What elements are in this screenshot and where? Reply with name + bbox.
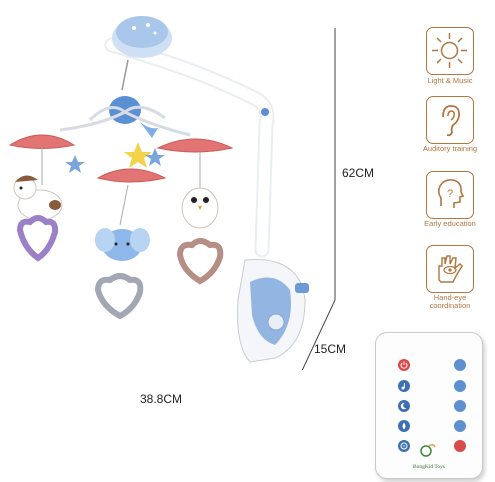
heart-rattle-left bbox=[16, 215, 59, 262]
projector-dome bbox=[112, 16, 172, 58]
crib-mobile-illustration bbox=[8, 16, 336, 370]
feature-hand-eye-badge bbox=[426, 245, 474, 293]
owl-toy bbox=[181, 187, 219, 229]
remote-button-4[interactable] bbox=[454, 420, 466, 432]
heart-rattle-center bbox=[94, 273, 144, 320]
remote-power-button[interactable] bbox=[398, 359, 410, 371]
feature-early-education-label: Early education bbox=[424, 219, 476, 228]
music-note-icon bbox=[401, 383, 405, 390]
feature-hand-eye-label: Hand-eye coordination bbox=[429, 293, 471, 310]
remote-control: BongKid Toys bbox=[375, 332, 483, 479]
remote-music-button[interactable] bbox=[398, 380, 410, 392]
brand-logo-icon bbox=[420, 443, 436, 457]
ear-icon bbox=[442, 105, 460, 137]
heart-rattle-right bbox=[176, 238, 224, 285]
moon-icon bbox=[400, 402, 407, 410]
mobile-base bbox=[237, 259, 309, 363]
fan-icon bbox=[400, 442, 408, 450]
depth-dimension-label: 15CM bbox=[314, 342, 347, 356]
feature-early-education-badge: ? bbox=[426, 171, 474, 219]
remote-fan-button[interactable] bbox=[398, 440, 410, 452]
head-question-icon: ? bbox=[437, 179, 465, 208]
water-drop-icon bbox=[402, 422, 406, 430]
feature-auditory-badge bbox=[426, 96, 474, 144]
remote-button-5[interactable] bbox=[454, 440, 466, 452]
hand-eye-icon bbox=[438, 255, 463, 283]
remote-moon-button[interactable] bbox=[398, 400, 410, 412]
elephant-toy bbox=[95, 228, 150, 261]
height-dimension-label: 62CM bbox=[342, 166, 375, 180]
svg-text:?: ? bbox=[447, 188, 453, 200]
remote-button-3[interactable] bbox=[454, 400, 466, 412]
width-dimension-label: 38.8CM bbox=[140, 392, 183, 406]
feature-auditory-label: Auditory training bbox=[422, 144, 478, 153]
dimension-lines bbox=[301, 28, 336, 370]
stars bbox=[65, 142, 165, 173]
mobile-rotor bbox=[59, 96, 191, 138]
sun-icon bbox=[432, 33, 467, 68]
remote-brand-label: BongKid Toys bbox=[412, 464, 446, 470]
remote-water-button[interactable] bbox=[398, 420, 410, 432]
horse-toy bbox=[13, 175, 63, 221]
hanging-canopies bbox=[8, 134, 234, 183]
remote-button-2[interactable] bbox=[454, 380, 466, 392]
feature-light-music-label: Light & Music bbox=[427, 76, 473, 85]
feature-light-music-badge bbox=[426, 27, 474, 75]
remote-button-1[interactable] bbox=[454, 359, 466, 371]
power-icon bbox=[400, 361, 408, 369]
